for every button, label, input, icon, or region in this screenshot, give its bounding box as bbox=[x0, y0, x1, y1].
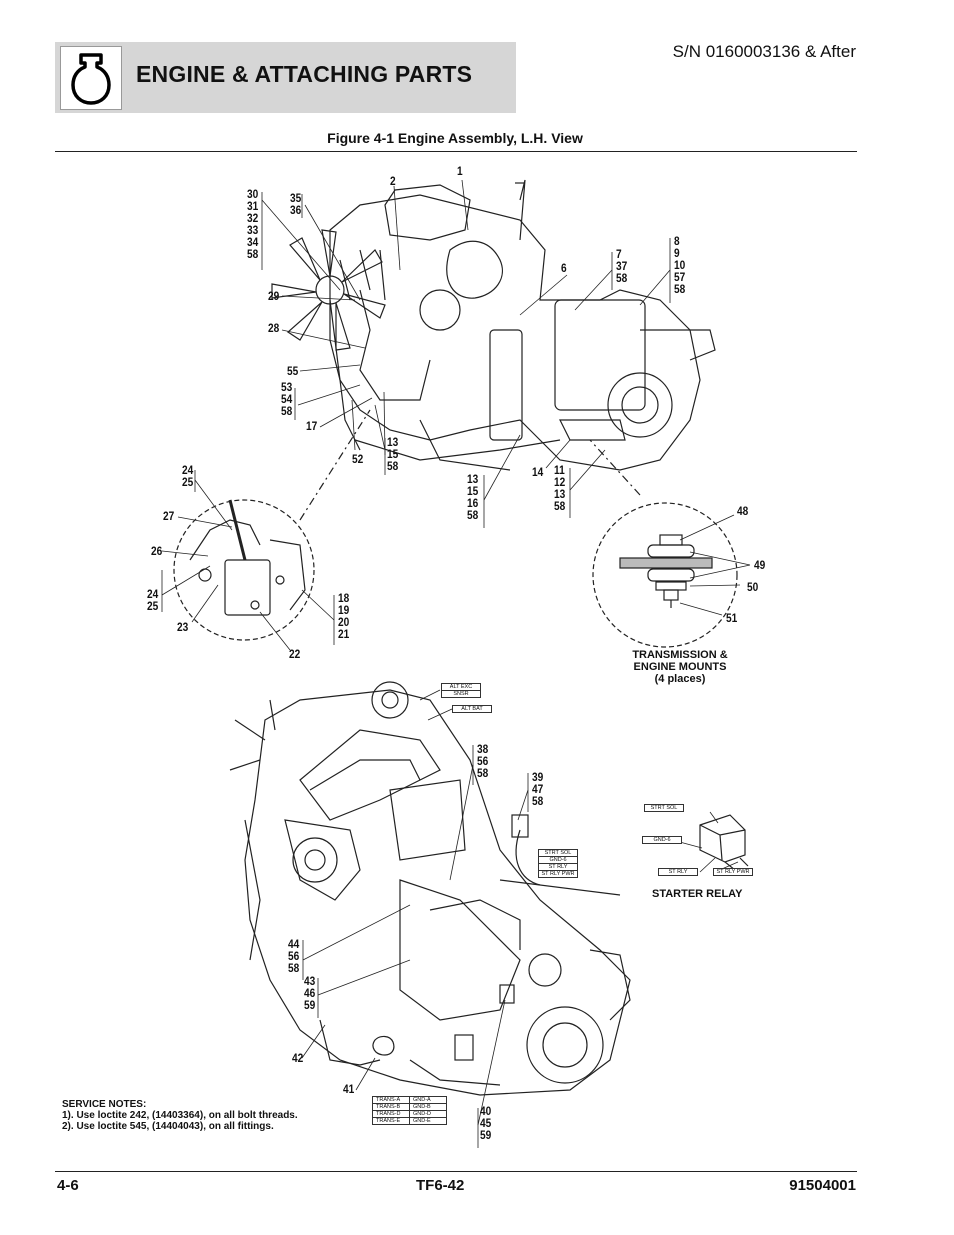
engine-icon bbox=[71, 53, 111, 105]
engine-top-view bbox=[271, 179, 716, 471]
service-notes-heading: SERVICE NOTES: bbox=[62, 1099, 147, 1110]
mount-detail-bracket bbox=[189, 499, 306, 616]
wire-tag-st-rly-pwr: ST RLY PWR bbox=[538, 870, 578, 878]
relay-tag-strt-sol: STRT SOL bbox=[644, 804, 684, 812]
serial-number-range: S/N 0160003136 & After bbox=[672, 42, 856, 61]
model-number: TF6-42 bbox=[416, 1177, 465, 1194]
starter-relay-caption: STARTER RELAY bbox=[652, 888, 743, 900]
service-notes: SERVICE NOTES: 1). Use loctite 242, (144… bbox=[62, 1099, 298, 1132]
service-note-2: 2). Use loctite 545, (14404043), on all … bbox=[62, 1121, 274, 1132]
section-header-band bbox=[55, 42, 516, 113]
figure-title: Figure 4-1 Engine Assembly, L.H. View bbox=[327, 130, 583, 146]
wire-tag-alt-bat: ALT BAT bbox=[452, 705, 492, 713]
mount-detail-isolator bbox=[619, 534, 713, 608]
footer-rule bbox=[55, 1171, 857, 1172]
mounts-caption: TRANSMISSION & ENGINE MOUNTS (4 places) bbox=[632, 649, 728, 685]
header-rule bbox=[55, 151, 857, 152]
relay-tag-st-rly: ST RLY bbox=[658, 868, 698, 876]
relay-tag-gnd-6: GND-6 bbox=[642, 836, 682, 844]
engine-bottom-view bbox=[229, 681, 631, 1096]
starter-relay-drawing bbox=[699, 814, 749, 871]
engine-section-icon bbox=[60, 46, 122, 110]
service-note-1: 1). Use loctite 242, (14403364), on all … bbox=[62, 1110, 298, 1121]
wire-tag-snsr: SNSR bbox=[441, 690, 481, 698]
page-number: 4-6 bbox=[57, 1177, 79, 1194]
leader-lines bbox=[161, 179, 751, 1148]
relay-tag-st-rly-pwr: ST RLY PWR bbox=[713, 868, 753, 876]
document-number: 91504001 bbox=[789, 1177, 856, 1194]
section-title: ENGINE & ATTACHING PARTS bbox=[136, 61, 473, 87]
